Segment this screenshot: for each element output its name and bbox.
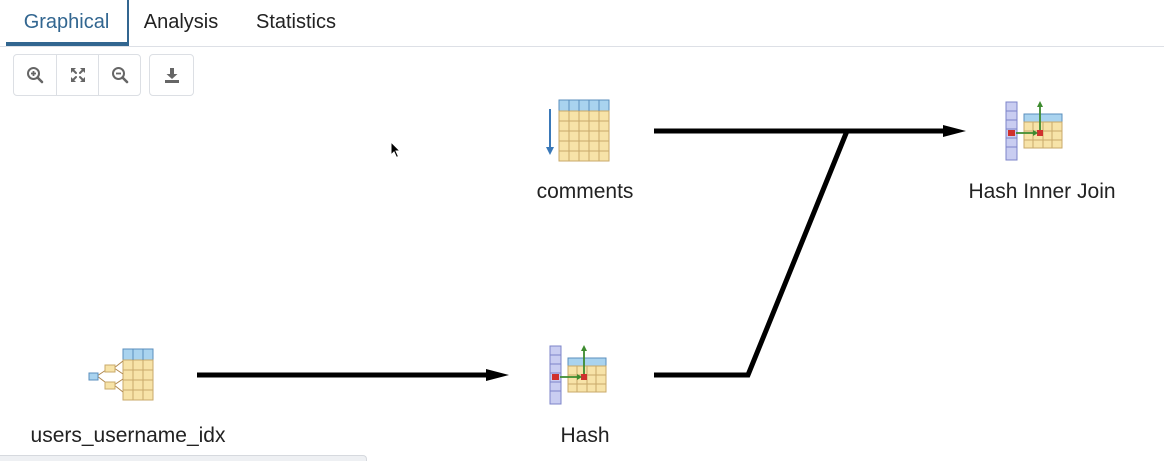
hash-join-icon (1005, 101, 1063, 161)
tab-graphical[interactable]: Graphical (23, 11, 110, 33)
mouse-cursor-icon (390, 141, 402, 159)
zoom-in-icon (27, 67, 44, 84)
edge-hash-to-join (654, 130, 850, 378)
node-hash-inner-join[interactable] (1004, 100, 1064, 162)
graph-canvas[interactable]: comments Hash Inner Join (0, 47, 1164, 461)
zoom-to-fit-button[interactable] (56, 55, 98, 95)
graph-edges (197, 125, 966, 381)
zoom-out-button[interactable] (98, 55, 140, 95)
download-button[interactable] (150, 55, 193, 95)
tab-analysis[interactable]: Analysis (143, 11, 219, 33)
tab-statistics[interactable]: Statistics (255, 11, 337, 33)
node-comments[interactable] (545, 99, 611, 163)
seq-scan-icon (546, 99, 610, 162)
node-label-users-username-idx: users_username_idx (30, 424, 226, 447)
hash-icon (549, 345, 607, 405)
node-hash[interactable] (548, 344, 608, 406)
arrowhead-join (943, 125, 966, 137)
tab-bar: Graphical Analysis Statistics (0, 0, 1164, 47)
download-icon (164, 68, 179, 83)
node-users-username-idx[interactable] (87, 347, 155, 403)
bottom-panel-edge (0, 455, 367, 461)
node-label-hash-inner-join: Hash Inner Join (968, 180, 1116, 203)
zoom-to-fit-icon (70, 68, 85, 82)
node-label-comments: comments (536, 180, 634, 203)
zoom-out-icon (111, 67, 128, 84)
download-toolbar (149, 54, 194, 96)
index-scan-icon (88, 348, 154, 401)
active-tab-edge (127, 0, 129, 46)
node-label-hash: Hash (560, 424, 610, 447)
zoom-toolbar (13, 54, 141, 96)
active-tab-indicator (6, 42, 129, 46)
zoom-in-button[interactable] (14, 55, 56, 95)
arrowhead-hash (486, 369, 509, 381)
